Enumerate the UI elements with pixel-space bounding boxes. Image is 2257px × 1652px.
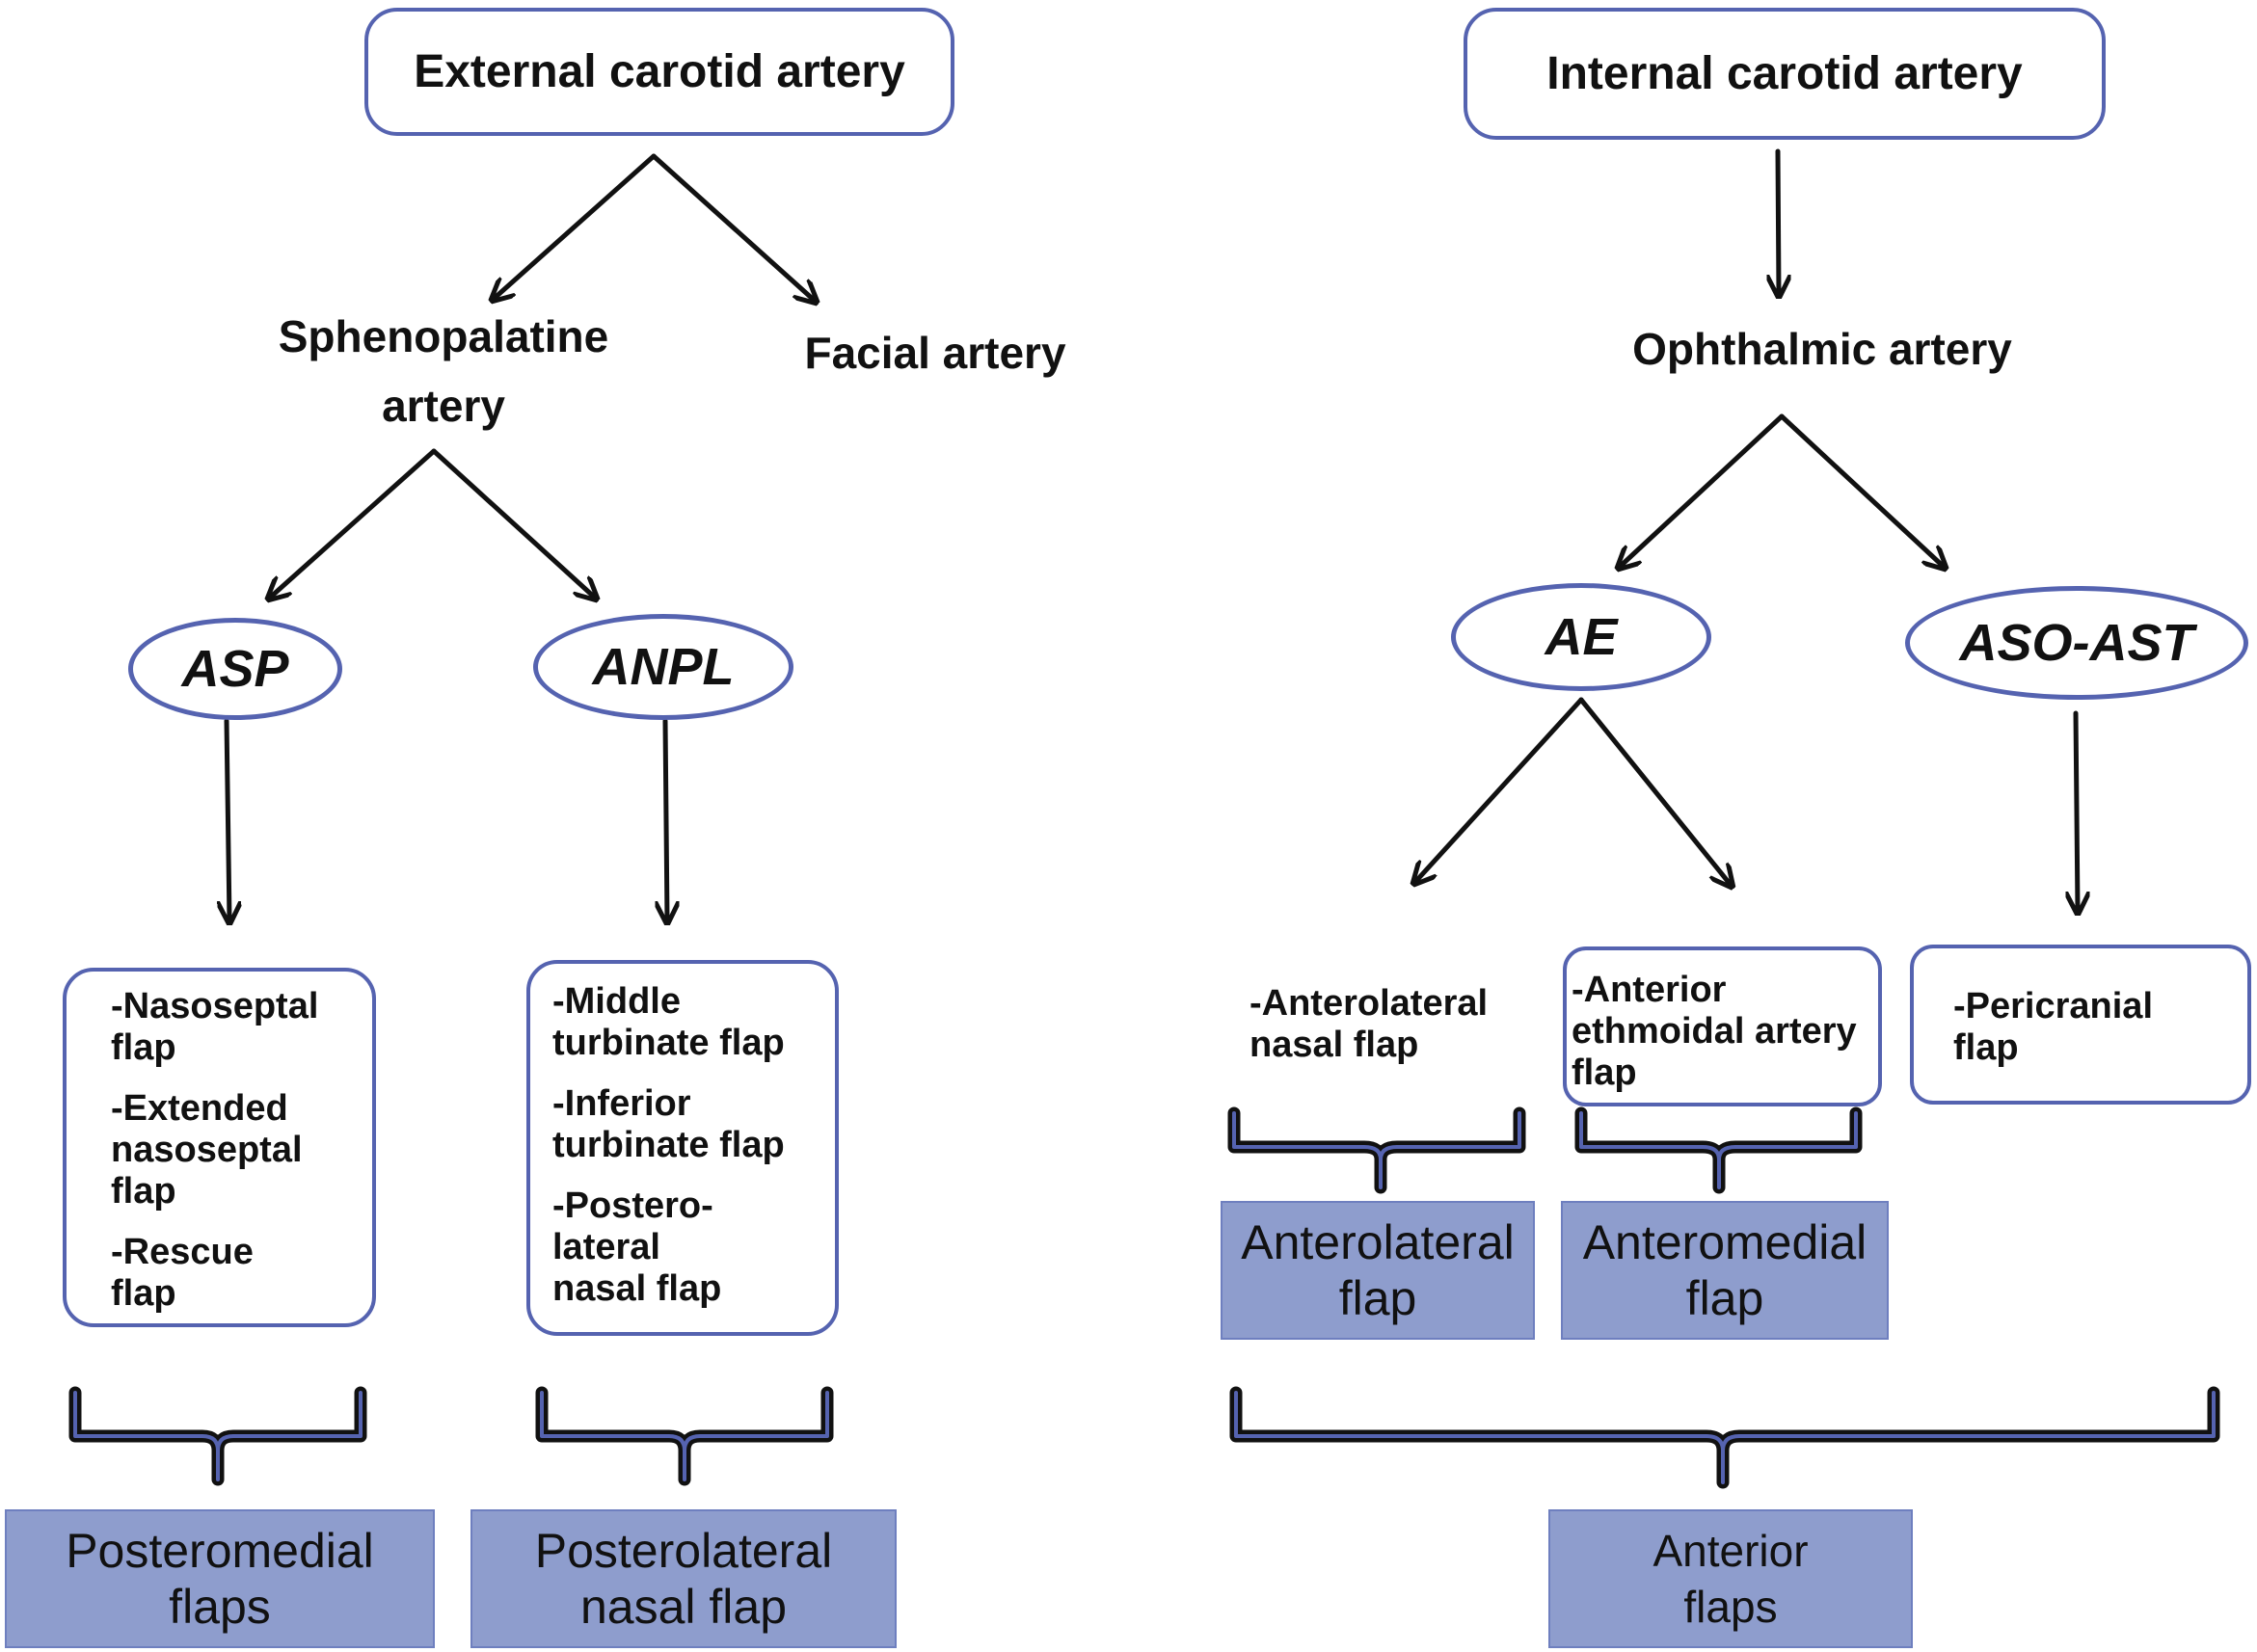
anpl-flap-list-box <box>526 960 839 1336</box>
arrow-to-sphenopalatine <box>494 153 657 299</box>
list-item: -Extended nasoseptal flap <box>111 1088 303 1212</box>
list-item: -Anterior ethmoidal artery flap <box>1572 970 1857 1093</box>
arrow-to-ae <box>1620 413 1785 567</box>
list-item: -Rescue flap <box>111 1232 254 1314</box>
anterior-ethmoidal-item: -Anterior ethmoidal artery flap <box>1572 970 1880 1094</box>
asp-label: ASP <box>181 640 289 698</box>
ophthalmic-label: Ophthalmic artery <box>1632 324 2012 374</box>
internal-carotid-label: Internal carotid artery <box>1546 48 2023 99</box>
external-carotid-label: External carotid artery <box>414 46 905 97</box>
brace-posterolateral <box>535 1386 834 1486</box>
brace-anteromedial <box>1574 1106 1863 1194</box>
arrow-to-ophthalmic <box>1778 148 1779 294</box>
internal-carotid-box: Internal carotid artery <box>1464 8 2106 140</box>
ae-oval: AE <box>1451 583 1711 691</box>
brace-anterolateral <box>1227 1106 1526 1194</box>
asp-flap-list-box <box>63 968 376 1327</box>
posteromedial-category: Posteromedial flaps <box>5 1509 435 1648</box>
asp-oval: ASP <box>128 618 342 720</box>
list-item: -Postero- lateral nasal flap <box>552 1186 722 1309</box>
anterolateral-nasal-flap-item: -Anterolateral nasal flap <box>1249 983 1539 1066</box>
brace-posteromedial <box>68 1386 367 1486</box>
anterior-ethmoidal-box <box>1563 946 1882 1106</box>
anpl-oval: ANPL <box>533 614 793 720</box>
pericranial-item: -Pericranial flap <box>1953 986 2243 1069</box>
arrow-to-facial <box>651 153 815 301</box>
arrow-to-asp <box>270 448 437 598</box>
anteromedial-category: Anteromedial flap <box>1561 1201 1889 1340</box>
external-carotid-box: External carotid artery <box>364 8 954 136</box>
anpl-flap-list: -Middle turbinate flap -Inferior turbina… <box>552 981 837 1310</box>
sphenopalatine-label: Sphenopalatine artery <box>278 311 609 431</box>
list-item: -Middle turbinate flap <box>552 981 785 1063</box>
list-item: -Nasoseptal flap <box>111 986 319 1068</box>
arrow-ae-to-lateral <box>1415 697 1584 882</box>
arrow-anpl-to-list <box>665 718 667 920</box>
brace-anterior <box>1229 1386 2220 1489</box>
list-item: -Inferior turbinate flap <box>552 1083 785 1165</box>
arrow-to-anpl <box>431 448 595 598</box>
ae-label: AE <box>1545 608 1618 666</box>
arrow-ae-to-medial <box>1578 697 1731 885</box>
asp-flap-list: -Nasoseptal flap -Extended nasoseptal fl… <box>111 986 371 1315</box>
arrow-to-aso-ast <box>1779 413 1944 567</box>
facial-artery-label: Facial artery <box>804 328 1066 378</box>
aso-ast-label: ASO-AST <box>1959 614 2194 672</box>
anterior-category: Anterior flaps <box>1548 1509 1913 1648</box>
anpl-label: ANPL <box>592 638 735 696</box>
list-item: -Pericranial flap <box>1953 986 2153 1068</box>
anterolateral-category: Anterolateral flap <box>1221 1201 1535 1340</box>
aso-ast-oval: ASO-AST <box>1905 586 2248 700</box>
list-item: -Anterolateral nasal flap <box>1249 983 1489 1065</box>
posterolateral-category: Posterolateral nasal flap <box>470 1509 897 1648</box>
arrow-asp-to-list <box>227 718 229 920</box>
pericranial-box <box>1910 945 2251 1105</box>
arrow-aso-to-pericranial <box>2076 710 2078 911</box>
